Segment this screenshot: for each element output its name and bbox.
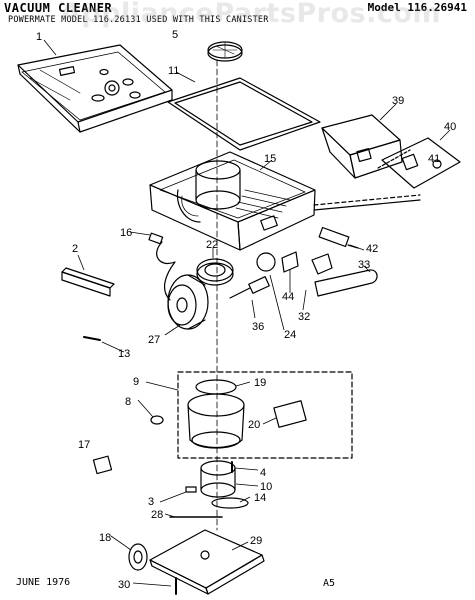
callout-30: 30: [118, 579, 130, 591]
callout-20: 20: [248, 419, 260, 431]
callout-29: 29: [250, 535, 262, 547]
part-switch-cover: [92, 455, 113, 475]
diagram-date: JUNE 1976: [16, 577, 71, 588]
part-clip: [185, 486, 197, 493]
callout-17: 17: [78, 439, 90, 451]
callout-42: 42: [366, 243, 378, 255]
callout-3: 3: [148, 496, 154, 508]
callout-4: 4: [260, 467, 266, 479]
callout-8: 8: [125, 396, 131, 408]
callout-27: 27: [148, 334, 160, 346]
part-cord-connector: [318, 226, 359, 249]
part-switch: [256, 251, 299, 273]
callout-32: 32: [298, 311, 310, 323]
callout-9: 9: [133, 376, 139, 388]
part-gasket: [167, 77, 321, 151]
callout-18: 18: [99, 532, 111, 544]
part-power-cord: [148, 232, 176, 301]
callout-22: 22: [206, 239, 218, 251]
callout-15: 15: [264, 153, 276, 165]
callout-2: 2: [72, 243, 78, 255]
part-hose-hook: [61, 267, 115, 297]
part-pin: [83, 336, 101, 341]
powermate-note: POWERMATE MODEL 116.26131 USED WITH THIS…: [8, 15, 269, 25]
part-washer: [211, 497, 249, 509]
part-filter-disc: [207, 41, 243, 62]
part-bag-holder: [321, 114, 403, 179]
callout-16: 16: [120, 227, 132, 239]
part-seal-ring: [196, 258, 234, 286]
callout-14: 14: [254, 492, 266, 504]
callout-1: 1: [36, 31, 42, 43]
callout-10: 10: [260, 481, 272, 493]
model-number: Model 116.26941: [367, 1, 467, 14]
part-canister-cover: [17, 44, 173, 133]
part-wheel: [128, 543, 148, 571]
part-handle: [311, 253, 378, 297]
part-cord-plug: [229, 276, 270, 299]
callout-28: 28: [151, 509, 163, 521]
part-screw-plug: [150, 415, 164, 425]
part-cord-reel: [167, 274, 209, 330]
callout-36: 36: [252, 321, 264, 333]
part-switch-assembly: [377, 137, 461, 189]
callout-40: 40: [444, 121, 456, 133]
callout-33: 33: [358, 259, 370, 271]
part-base-plate: [149, 529, 265, 595]
callout-41: 41: [428, 153, 440, 165]
callout-11: 11: [168, 65, 179, 77]
page-code: A5: [323, 578, 336, 589]
callout-39: 39: [392, 95, 404, 107]
callout-13: 13: [118, 348, 130, 360]
callout-24: 24: [284, 329, 296, 341]
callout-5: 5: [172, 29, 178, 41]
callout-19: 19: [254, 377, 266, 389]
part-fan-housing: [200, 460, 236, 498]
part-canister-body: [149, 151, 421, 251]
callout-44: 44: [282, 291, 294, 303]
part-motor-box: [177, 371, 353, 459]
diagram-title: VACUUM CLEANER: [4, 1, 113, 15]
